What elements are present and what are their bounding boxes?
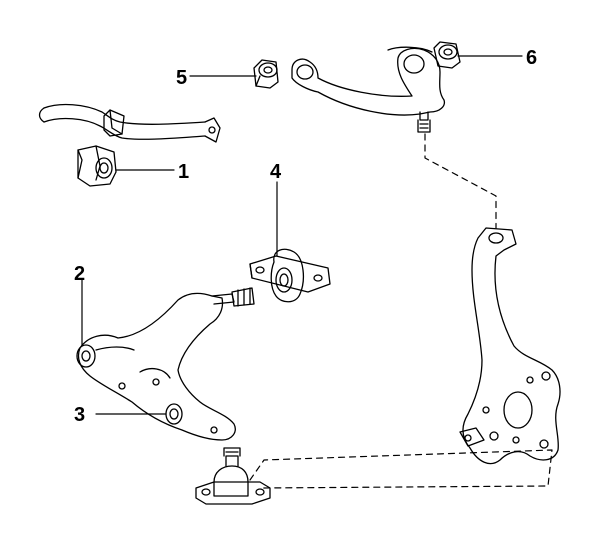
callout-6: 6 [526,47,537,69]
callout-1: 1 [178,161,189,183]
callout-5: 5 [176,67,187,89]
upper-arm-rear-bushing-part-6 [433,41,461,69]
steering-knuckle [459,227,561,465]
callout-4: 4 [270,161,282,183]
lower-arm-bracket-part-4 [249,248,331,303]
callout-3: 3 [74,404,85,426]
callout-labels: 1 2 3 4 5 6 [74,47,537,426]
upper-arm-front-bushing-part-5 [253,59,279,89]
upper-control-arm [291,46,446,133]
lower-ball-joint [195,447,271,505]
leader-lines [81,55,523,415]
lower-control-arm [76,287,255,441]
connection-lines [249,133,553,489]
callout-2: 2 [74,263,85,285]
stabilizer-bushing-part-1 [77,145,117,187]
stabilizer-bar [38,103,221,143]
